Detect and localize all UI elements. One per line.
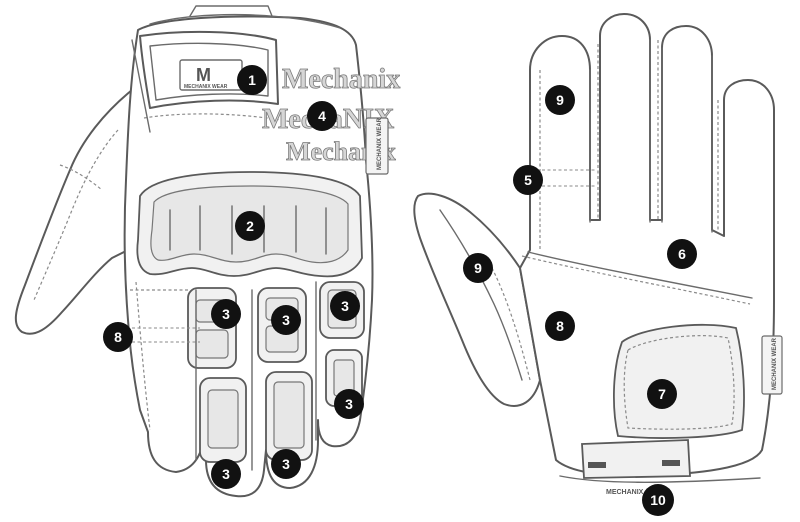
svg-text:8: 8: [114, 329, 122, 345]
palm-side-tag-text: MECHANIX WEAR: [772, 337, 778, 390]
svg-text:1: 1: [248, 72, 256, 88]
svg-text:2: 2: [246, 218, 254, 234]
callout-4: 4: [307, 101, 337, 131]
callout-2: 2: [235, 211, 265, 241]
svg-text:3: 3: [222, 466, 230, 482]
callout-5: 5: [513, 165, 543, 195]
leader-lines: [132, 169, 596, 343]
callout-8: 8: [103, 322, 133, 352]
callout-3: 3: [211, 299, 241, 329]
callout-8: 8: [545, 311, 575, 341]
svg-text:8: 8: [556, 318, 564, 334]
cuff-tab: MECHANIX: [559, 439, 761, 496]
svg-text:4: 4: [318, 108, 326, 124]
callout-1: 1: [237, 65, 267, 95]
callout-9: 9: [545, 85, 575, 115]
logo-small-text: MECHANIX WEAR: [184, 84, 228, 90]
callout-3: 3: [330, 291, 360, 321]
svg-text:7: 7: [658, 386, 666, 402]
svg-text:3: 3: [345, 396, 353, 412]
callout-3: 3: [271, 449, 301, 479]
logo-mark: M: [196, 65, 211, 85]
glove-palm-view: MECHANIX WEAR MECHANIX: [413, 13, 783, 496]
back-side-tag: MECHANIX WEAR: [365, 117, 389, 175]
callout-7: 7: [647, 379, 677, 409]
palm-pad: [613, 323, 745, 439]
callout-6: 6: [667, 239, 697, 269]
svg-text:6: 6: [678, 246, 686, 262]
callout-3: 3: [334, 389, 364, 419]
palm-thumb: [413, 192, 541, 407]
svg-text:3: 3: [222, 306, 230, 322]
finger-pads: [187, 281, 365, 463]
callout-3: 3: [271, 305, 301, 335]
callout-9: 9: [463, 253, 493, 283]
callout-10: 10: [642, 484, 674, 516]
back-thumb: [14, 89, 133, 335]
svg-text:5: 5: [524, 172, 532, 188]
svg-text:9: 9: [474, 260, 482, 276]
callout-3: 3: [211, 459, 241, 489]
svg-text:9: 9: [556, 92, 564, 108]
back-side-tag-text: MECHANIX WEAR: [377, 117, 383, 170]
svg-text:3: 3: [282, 312, 290, 328]
svg-text:3: 3: [282, 456, 290, 472]
svg-text:3: 3: [341, 298, 349, 314]
brand-word-top: Mechanix: [282, 64, 400, 95]
cuff-text: MECHANIX: [606, 489, 644, 496]
glove-back-view: M MECHANIX WEAR Mechanix MechaNIX Mechan…: [14, 5, 401, 498]
palm-side-tag: MECHANIX WEAR: [761, 335, 783, 395]
svg-text:10: 10: [650, 492, 666, 508]
